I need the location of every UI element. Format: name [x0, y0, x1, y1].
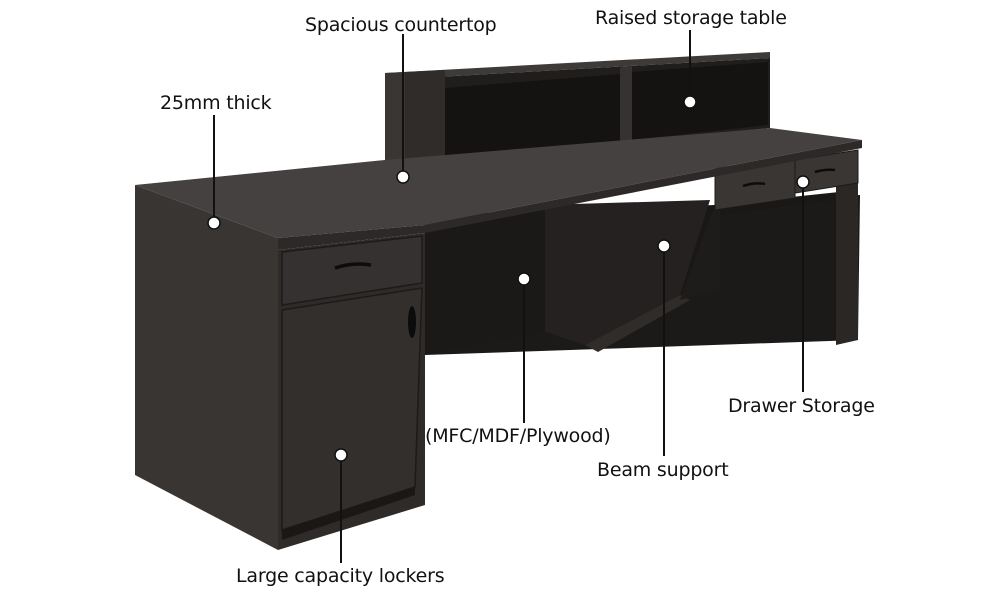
hutch-left-frame — [405, 70, 445, 170]
drawer-handle-2 — [814, 168, 836, 174]
label-large-capacity-lockers: Large capacity lockers — [236, 565, 445, 587]
marker-countertop — [396, 170, 410, 184]
hutch-shelf-back-2 — [632, 62, 768, 140]
pedestal-plinth — [282, 487, 415, 540]
marker-material — [517, 272, 531, 286]
marker-lockers — [334, 448, 348, 462]
leader-lines — [213, 30, 804, 563]
hutch-left-side — [385, 72, 405, 170]
pedestal-side — [135, 185, 278, 550]
hutch-shelf-back — [445, 74, 620, 160]
hutch-top — [385, 52, 770, 80]
drawer-handle-1 — [742, 182, 766, 188]
pedestal-drawer-handle — [334, 262, 372, 270]
marker-thick — [207, 216, 221, 230]
right-leg-panel — [836, 183, 858, 345]
label-raised-storage-table: Raised storage table — [595, 7, 787, 29]
beam-support-panel — [540, 200, 710, 345]
label-beam-support: Beam support — [597, 459, 729, 481]
marker-beam — [657, 239, 671, 253]
label-spacious-countertop: Spacious countertop — [305, 14, 497, 36]
marker-raised — [683, 95, 697, 109]
right-drawer-face-2 — [794, 149, 859, 194]
countertop-front-edge — [278, 140, 862, 250]
label-thickness: 25mm thick — [160, 92, 272, 114]
marker-dots — [207, 95, 810, 462]
countertop-surface — [135, 128, 862, 238]
hutch-divider — [620, 66, 632, 143]
right-inner-leg — [680, 205, 720, 300]
pedestal-drawer — [281, 235, 423, 306]
door-handle — [408, 306, 416, 338]
label-material: (MFC/MDF/Plywood) — [425, 425, 611, 447]
beam-support-shadow — [425, 208, 545, 355]
label-drawer-storage: Drawer Storage — [728, 395, 875, 417]
marker-drawer — [796, 175, 810, 189]
